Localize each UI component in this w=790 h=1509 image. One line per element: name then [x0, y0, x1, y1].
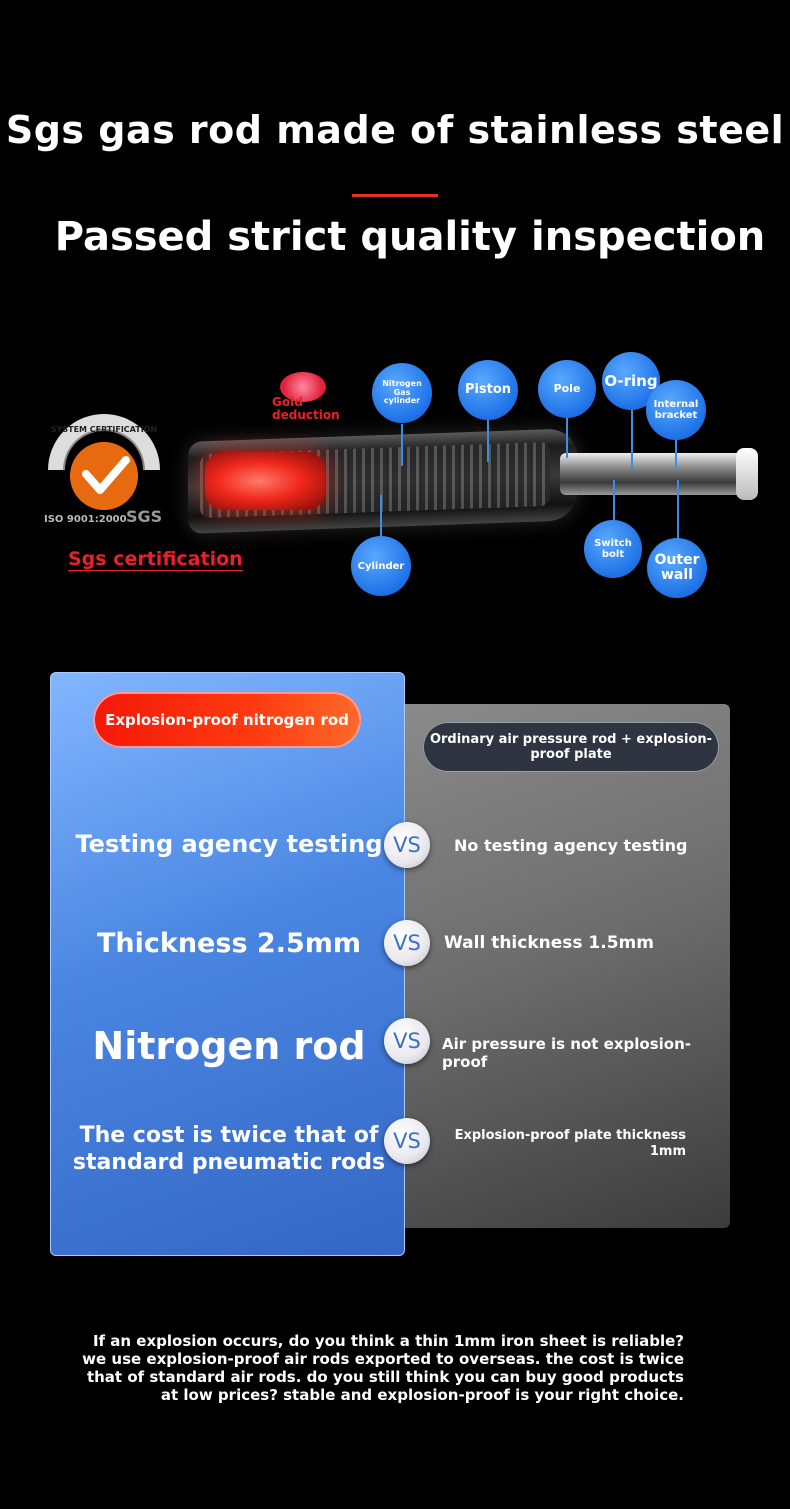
left-header-pill: Explosion-proof nitrogen rod [93, 692, 361, 748]
badge-iso-text: ISO 9001:2000 [44, 514, 127, 525]
gas-rod-diagram: SYSTEM CERTIFICATION ISO 9001:2000 SGS S… [0, 340, 790, 610]
title-divider [352, 194, 438, 197]
page-subtitle: Passed strict quality inspection [54, 214, 766, 260]
left-row-2: Thickness 2.5mm [96, 928, 362, 959]
part-bubble-cylinder: Cylinder [351, 536, 411, 596]
right-row-1: No testing agency testing [454, 836, 688, 855]
sgs-certification-label: Sgs certification [68, 548, 243, 571]
comparison-panel-ordinary [404, 704, 730, 1228]
connector-line [566, 418, 568, 458]
rod-end-cap [736, 448, 758, 500]
connector-line [380, 495, 382, 543]
left-row-1: Testing agency testing [75, 830, 383, 858]
part-bubble-switch-bolt: Switch bolt [584, 520, 642, 578]
comparison-panel-nitrogen [50, 672, 405, 1256]
connector-line [677, 480, 679, 540]
connector-line [401, 424, 403, 466]
right-header-pill: Ordinary air pressure rod + explosion-pr… [423, 722, 719, 772]
vs-badge: VS [384, 1018, 430, 1064]
vs-badge: VS [384, 920, 430, 966]
connector-line [613, 480, 615, 522]
left-row-4: The cost is twice that of standard pneum… [72, 1123, 386, 1175]
right-row-4: Explosion-proof plate thickness 1mm [454, 1128, 686, 1159]
right-row-3: Air pressure is not explosion-proof [442, 1035, 691, 1071]
left-row-3: Nitrogen rod [92, 1024, 366, 1068]
vs-badge: VS [384, 1118, 430, 1164]
footer-paragraph: If an explosion occurs, do you think a t… [82, 1332, 684, 1404]
right-row-2: Wall thickness 1.5mm [444, 933, 654, 953]
part-bubble-pole: Pole [538, 360, 596, 418]
page-title: Sgs gas rod made of stainless steel [5, 108, 785, 152]
rod-shaft [560, 453, 750, 495]
gold-deduction-marker [280, 372, 326, 402]
connector-line [675, 438, 677, 468]
part-bubble-piston: Piston [458, 360, 518, 420]
connector-line [631, 410, 633, 468]
vs-badge: VS [384, 822, 430, 868]
iso-certification-badge-icon: SYSTEM CERTIFICATION ISO 9001:2000 SGS [44, 414, 162, 526]
badge-top-text: SYSTEM CERTIFICATION [51, 425, 157, 434]
rod-gas-chamber [205, 452, 325, 510]
connector-line [487, 414, 489, 462]
badge-brand-text: SGS [126, 507, 162, 526]
